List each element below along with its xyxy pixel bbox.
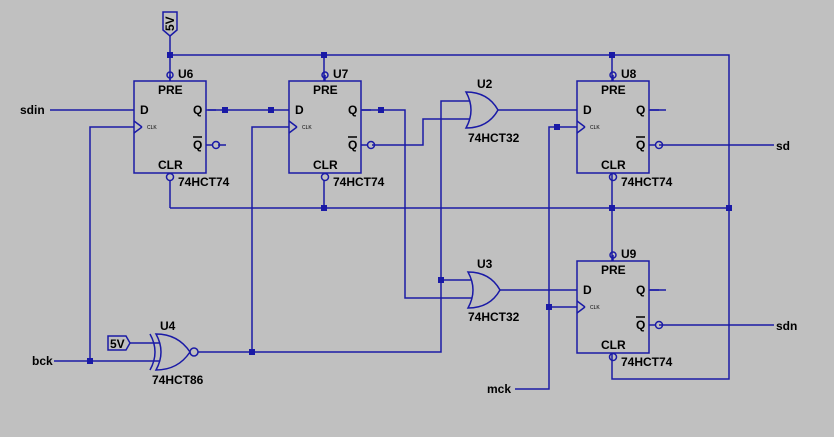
flipflop-part: 74HCT74 — [621, 355, 673, 369]
pre-pin-label: PRE — [601, 83, 626, 97]
or-gate-u3: U3 74HCT32 — [466, 257, 520, 324]
clock-edge-marker — [576, 126, 586, 134]
u4-part: 74HCT86 — [152, 373, 204, 387]
qn-pin-label: Q — [636, 138, 645, 152]
net-label-bck: bck — [32, 354, 53, 368]
net-label-mck: mck — [487, 382, 511, 396]
pre-pin-label: PRE — [158, 83, 183, 97]
clr-pin-label: CLR — [158, 158, 183, 172]
u3-ref: U3 — [477, 257, 493, 271]
qn-inversion-bubble — [654, 140, 664, 150]
pre-inversion-bubble — [609, 251, 617, 259]
net-label-sd: sd — [776, 139, 790, 153]
clock-edge-marker — [576, 120, 586, 128]
vcc-flag-xor-label: 5V — [110, 337, 125, 351]
or-gate-u2: U2 74HCT32 — [464, 77, 520, 145]
qn-pin-label: Q — [348, 138, 357, 152]
qn-pin-label: Q — [636, 318, 645, 332]
clock-edge-marker — [576, 306, 586, 314]
u3-part: 74HCT32 — [468, 310, 520, 324]
qn-inversion-bubble — [654, 320, 664, 330]
clr-inversion-bubble — [165, 172, 175, 182]
flipflop-ref: U8 — [621, 67, 637, 81]
vcc-flag-top: 5V — [162, 11, 178, 37]
qn-inversion-bubble — [211, 140, 221, 150]
flipflop-part: 74HCT74 — [333, 175, 385, 189]
clock-edge-marker — [576, 300, 586, 308]
flipflop-part: 74HCT74 — [178, 175, 230, 189]
clk-pin-label: CLK — [147, 125, 157, 131]
flipflop-ref: U7 — [333, 67, 349, 81]
pre-inversion-bubble — [609, 71, 617, 79]
xor-gate-u4: U4 74HCT86 — [149, 319, 204, 387]
qn-inversion-bubble — [366, 140, 376, 150]
u2-part: 74HCT32 — [468, 131, 520, 145]
clk-pin-label: CLK — [590, 305, 600, 311]
net-label-sdn: sdn — [776, 319, 797, 333]
clr-inversion-bubble — [608, 172, 618, 182]
pre-pin-label: PRE — [313, 83, 338, 97]
junction-dots — [87, 52, 732, 364]
clr-inversion-bubble — [608, 352, 618, 362]
wires — [50, 36, 774, 390]
q-pin-label: Q — [636, 103, 645, 117]
clr-pin-label: CLR — [601, 158, 626, 172]
clock-edge-marker — [288, 120, 298, 128]
u4-ref: U4 — [160, 319, 176, 333]
pre-inversion-bubble — [166, 71, 174, 79]
u2-ref: U2 — [477, 77, 493, 91]
clock-edge-marker — [288, 126, 298, 134]
flipflop-part: 74HCT74 — [621, 175, 673, 189]
clr-pin-label: CLR — [601, 338, 626, 352]
vcc-flag-xor: 5V — [107, 335, 131, 351]
clk-pin-label: CLK — [302, 125, 312, 131]
clr-inversion-bubble — [320, 172, 330, 182]
qn-pin-label: Q — [193, 138, 202, 152]
flipflop-ref: U9 — [621, 247, 637, 261]
flipflop-ref: U6 — [178, 67, 194, 81]
d-pin-label: D — [583, 103, 592, 117]
clr-pin-label: CLR — [313, 158, 338, 172]
pre-inversion-bubble — [321, 71, 329, 79]
net-label-sdin: sdin — [20, 103, 45, 117]
clk-pin-label: CLK — [590, 125, 600, 131]
clock-edge-marker — [133, 126, 143, 134]
pre-pin-label: PRE — [601, 263, 626, 277]
q-pin-label: Q — [193, 103, 202, 117]
clock-edge-marker — [133, 120, 143, 128]
vcc-flag-top-label: 5V — [163, 16, 177, 31]
d-pin-label: D — [583, 283, 592, 297]
d-pin-label: D — [295, 103, 304, 117]
d-pin-label: D — [140, 103, 149, 117]
q-pin-label: Q — [636, 283, 645, 297]
q-pin-label: Q — [348, 103, 357, 117]
